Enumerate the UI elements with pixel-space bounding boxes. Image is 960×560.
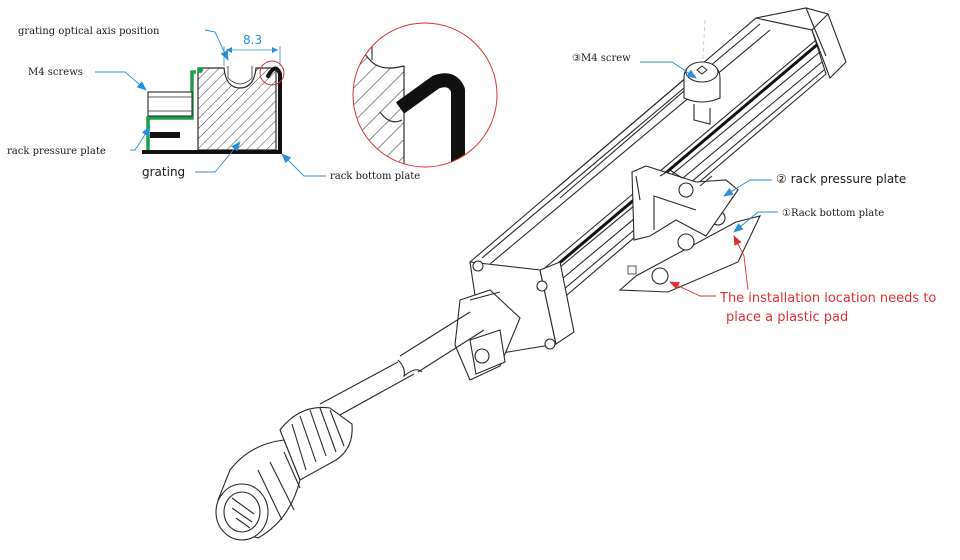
rack-pressure-plate-label-left: rack pressure plate [7,146,106,157]
m4-screw-label: ③M4 screw [572,53,631,64]
cable [319,311,485,417]
rack-right-clip [266,66,282,154]
rack-small-bar [150,132,180,138]
plastic-pad-note-line1: The installation location needs to [719,291,936,306]
detail-marker-circle [259,60,285,86]
grating-body-section [197,67,277,151]
connector [215,406,353,541]
zoom-clip-shape [395,73,465,167]
zoom-circle-border [352,22,498,168]
grating-label: grating [142,165,185,179]
optical-axis-label: grating optical axis position [18,26,160,37]
m4-screw-head-section [147,91,193,117]
assembly-view: ③M4 screw ② rack pressure plate ①Rack bo… [215,7,936,541]
rack-pressure-plate-label-right: ② rack pressure plate [776,172,906,186]
zoom-detail-view [352,22,498,168]
optical-axis-notch [227,66,253,85]
pressure-plate-dot [197,67,203,73]
dimension-label: 8.3 [243,33,262,47]
m4-screws-label: M4 screws [28,67,83,78]
cross-section-view: 8.3 grating optical axis position M4 scr… [7,26,420,182]
rack-bottom-plate-label-left: rack bottom plate [330,171,420,182]
plastic-pad-note-line2: place a plastic pad [726,310,848,325]
read-head [454,260,575,381]
rack-plates [618,165,762,293]
rack-bottom-plate-label-right: ①Rack bottom plate [782,208,884,219]
